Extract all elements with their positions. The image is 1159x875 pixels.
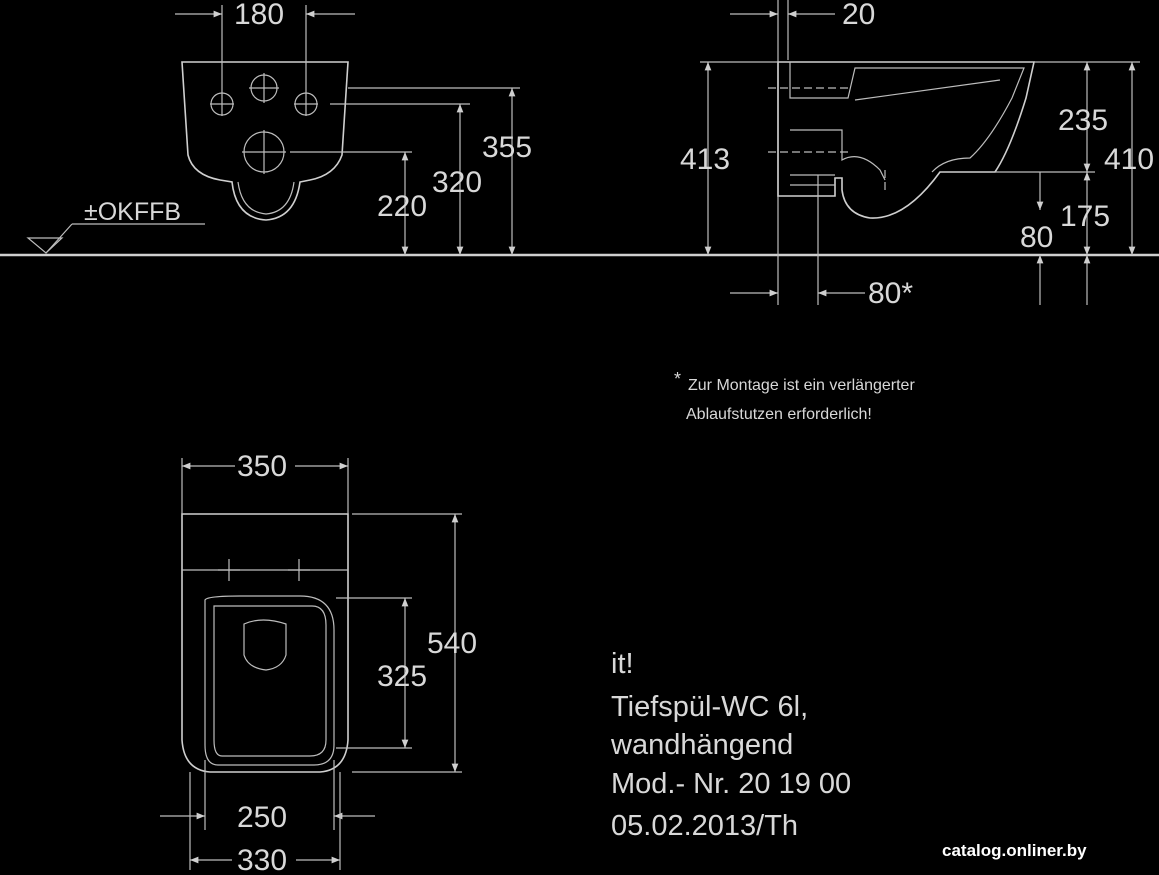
note-line-1: Zur Montage ist ein verlängerter [688,377,915,394]
note-asterisk: * [674,369,681,389]
floor-reference-label: ±OKFFB [84,198,181,226]
dim-325: 325 [377,660,427,693]
dim-235: 235 [1058,104,1108,137]
dim-250: 250 [237,801,287,834]
dim-355: 355 [482,131,532,164]
top-view [160,458,462,870]
dim-180: 180 [234,0,284,31]
title-line-4: Mod.- Nr. 20 19 00 [611,768,851,800]
dim-350: 350 [237,450,287,483]
title-line-2: Tiefspül-WC 6l, [611,691,808,723]
title-line-3: wandhängend [610,729,793,761]
dim-410: 410 [1104,143,1154,176]
dim-175: 175 [1060,200,1110,233]
dim-540: 540 [427,627,477,660]
title-line-5: 05.02.2013/Th [611,810,798,842]
dim-413: 413 [680,143,730,176]
title-line-1: it! [611,648,634,680]
dim-80: 80 [1020,221,1053,254]
dim-220: 220 [377,190,427,223]
dim-330: 330 [237,844,287,875]
front-view [26,5,520,255]
dim-80-star: 80* [868,277,913,310]
note-line-2: Ablaufstutzen erforderlich! [686,406,872,423]
dim-320: 320 [432,166,482,199]
dim-20: 20 [842,0,875,31]
watermark: catalog.onliner.by [942,841,1087,860]
side-view [700,0,1140,305]
